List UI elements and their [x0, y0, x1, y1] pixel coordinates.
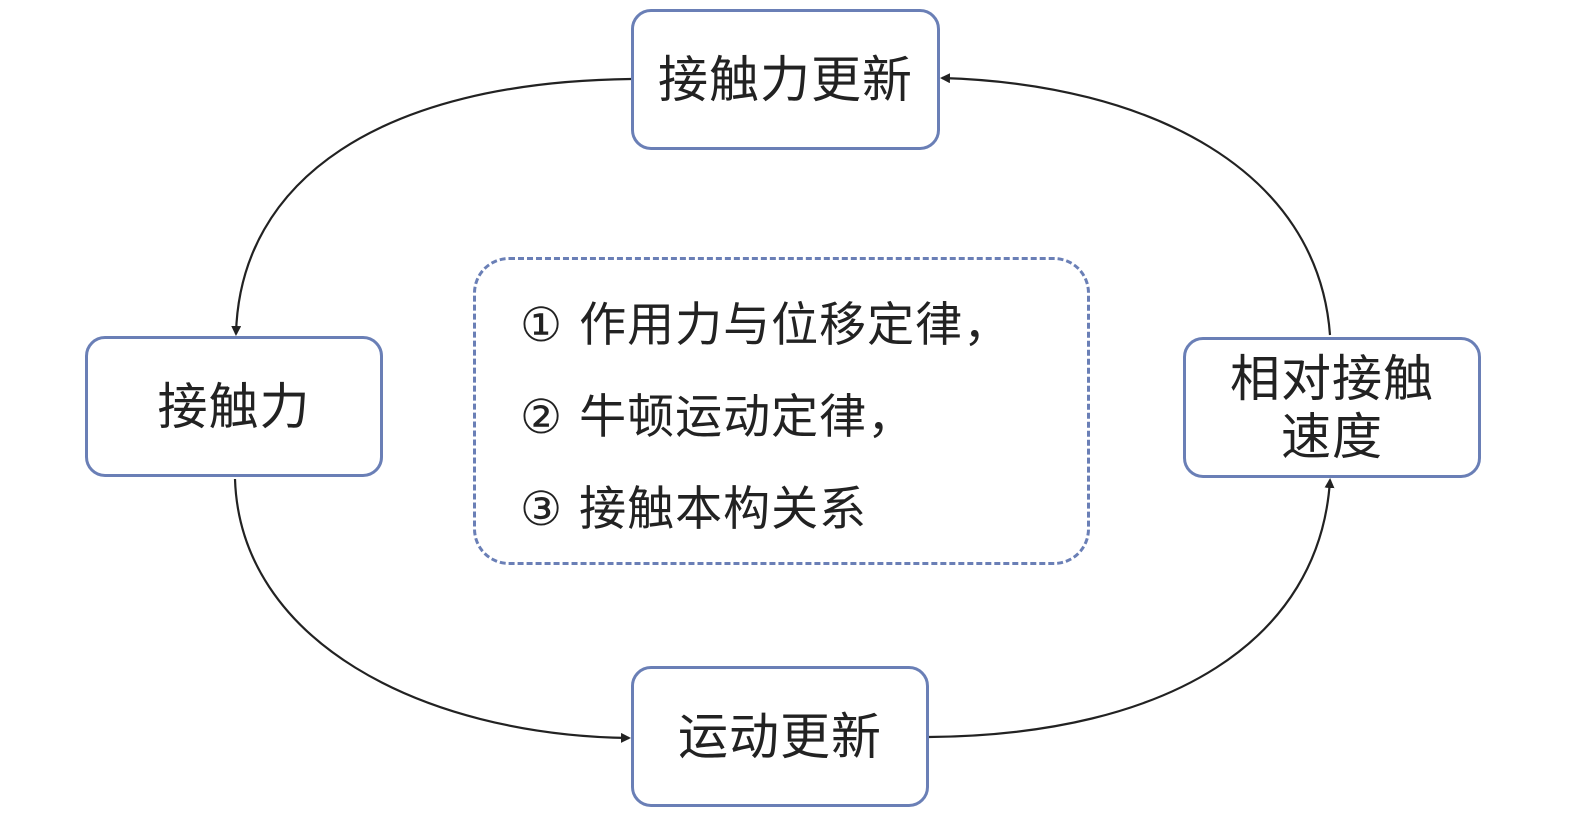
node-relative-contact-velocity-label: 相对接触速度 [1230, 349, 1434, 466]
arrow-motion-update-to-velocity [928, 478, 1335, 739]
node-contact-force-update-label: 接触力更新 [658, 50, 913, 109]
law-item: ① 作用力与位移定律， [520, 298, 1012, 353]
arrow-force-update-to-force [231, 77, 632, 336]
node-relative-contact-velocity: 相对接触速度 [1183, 337, 1481, 478]
node-motion-update-label: 运动更新 [678, 707, 882, 766]
node-contact-force-update: 接触力更新 [631, 9, 940, 150]
law-item: ② 牛顿运动定律， [520, 390, 916, 445]
arrow-velocity-to-force-update [940, 73, 1332, 336]
node-motion-update: 运动更新 [631, 666, 929, 807]
governing-laws-box: ① 作用力与位移定律， ② 牛顿运动定律， ③ 接触本构关系 [473, 257, 1090, 565]
node-contact-force-label: 接触力 [157, 377, 311, 436]
arrow-force-to-motion-update [233, 478, 631, 743]
node-contact-force: 接触力 [85, 336, 383, 477]
law-item: ③ 接触本构关系 [520, 482, 868, 537]
